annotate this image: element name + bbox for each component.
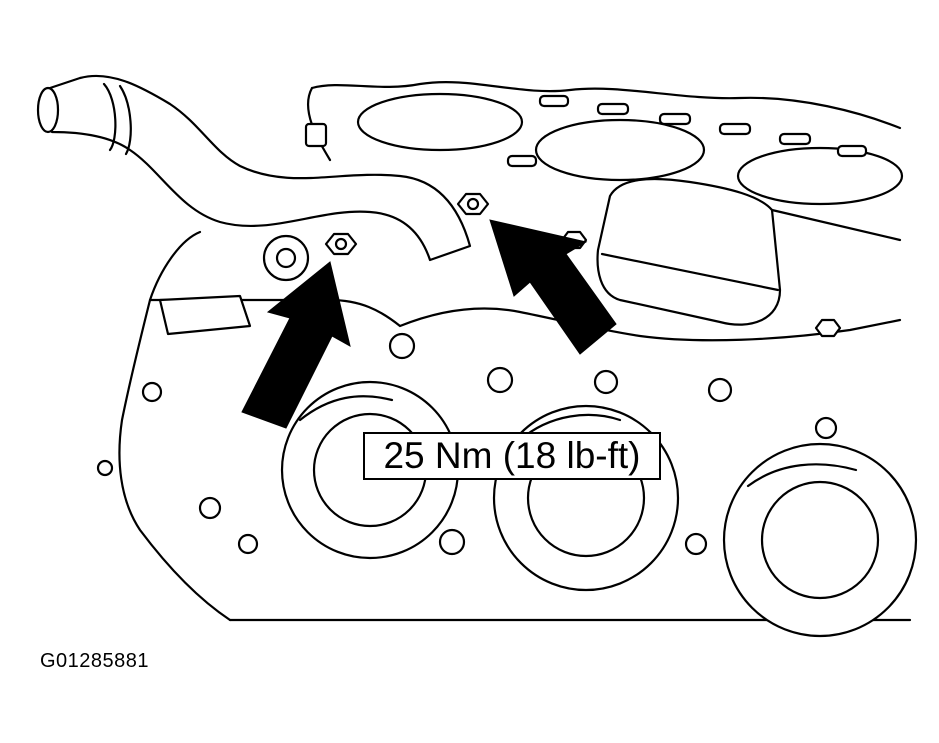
bolt-icon-cover-right <box>814 318 842 338</box>
arrow-icon-left <box>241 261 351 429</box>
valve-cover <box>596 177 902 326</box>
coolant-hose <box>36 74 472 262</box>
bolt-icon-left <box>324 232 358 256</box>
figure-id: G01285881 <box>40 650 150 672</box>
cylinder-head-gasket <box>304 80 904 206</box>
bolt-icon-right <box>456 192 490 216</box>
arrow-icon-right <box>489 219 617 355</box>
torque-spec-label: 25 Nm (18 lb-ft) <box>363 432 661 480</box>
